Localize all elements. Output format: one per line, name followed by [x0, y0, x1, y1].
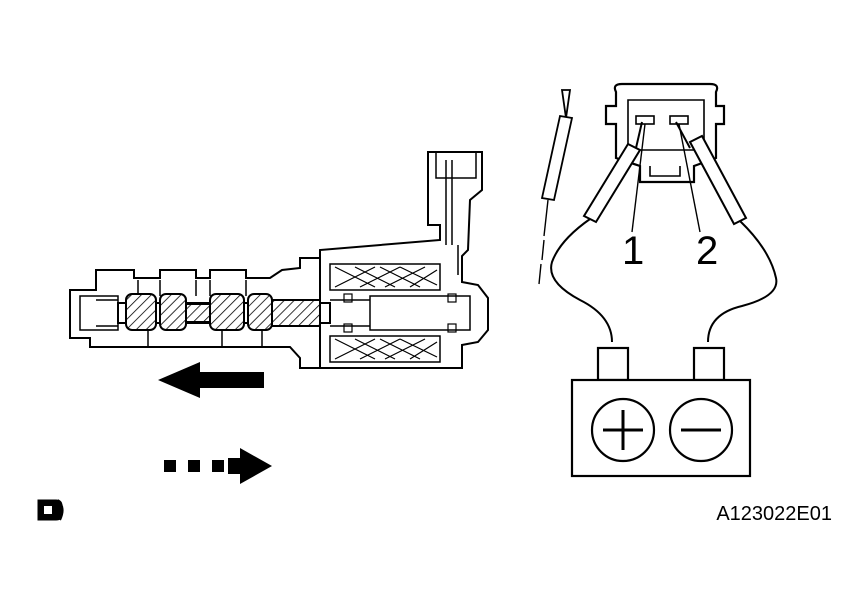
spool-rod — [271, 299, 321, 327]
spool-land-4 — [247, 293, 273, 331]
probe-2 — [688, 134, 748, 226]
spool-neck — [185, 303, 211, 323]
battery-terminal-positive — [596, 346, 630, 382]
figure-code: A123022E01 — [716, 503, 832, 525]
pin-2-label: 2 — [696, 229, 718, 273]
arrow-left-solid-icon — [158, 362, 264, 398]
coil-upper — [329, 263, 441, 291]
solenoid-housing — [319, 151, 489, 369]
spool-land-3 — [209, 293, 245, 331]
battery — [570, 346, 752, 478]
probe-tool — [538, 89, 574, 285]
coil-lower — [329, 335, 441, 363]
probe-1 — [582, 142, 642, 224]
oil-control-valve — [69, 151, 489, 369]
terminal-2 — [669, 115, 689, 125]
plunger — [369, 295, 471, 331]
minus-icon — [668, 397, 734, 463]
solenoid-connector — [435, 151, 477, 179]
ocv-check-icon — [37, 499, 64, 521]
spool-land-1 — [125, 293, 157, 331]
plus-icon — [590, 397, 656, 463]
terminal-1 — [635, 115, 655, 125]
spool-land-2 — [159, 293, 187, 331]
valve-ports — [79, 280, 263, 347]
arrow-right-dashed-icon — [164, 448, 272, 484]
battery-terminal-negative — [692, 346, 726, 382]
pin-1-label: 1 — [622, 229, 644, 273]
valve-sleeve — [69, 257, 321, 369]
test-leads — [550, 121, 778, 343]
